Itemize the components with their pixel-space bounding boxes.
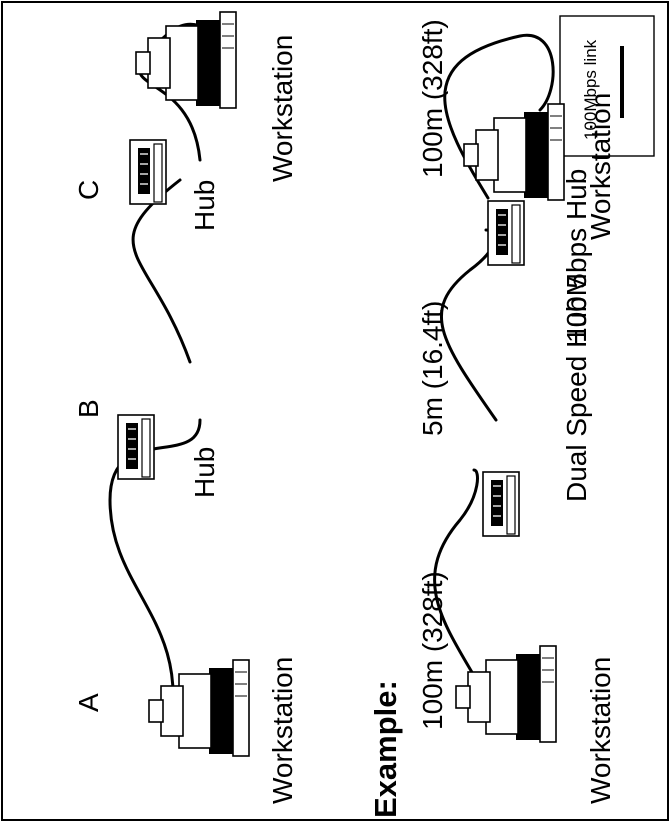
segment-label-a: A bbox=[73, 693, 104, 712]
device-label: Workstation bbox=[267, 657, 298, 804]
device-label: Workstation bbox=[585, 93, 616, 240]
distance-label: 5m (16.4ft) bbox=[417, 301, 448, 436]
device-label: Hub bbox=[189, 447, 220, 498]
example-title: Example: bbox=[368, 680, 403, 818]
segment-label-b: B bbox=[73, 399, 104, 418]
workstation-icon bbox=[456, 646, 556, 742]
segment-label-c: C bbox=[73, 180, 104, 200]
hub-icon bbox=[488, 201, 524, 265]
hub-icon bbox=[130, 140, 166, 204]
device-label: Hub bbox=[189, 180, 220, 231]
device-label: Workstation bbox=[585, 657, 616, 804]
workstation-icon bbox=[149, 660, 249, 756]
cable-b bbox=[133, 180, 190, 362]
workstation-icon bbox=[136, 12, 236, 108]
hub-icon bbox=[483, 472, 519, 536]
hub-icon bbox=[118, 415, 154, 479]
device-label: Workstation bbox=[267, 35, 298, 182]
example-diagram: Example: 100m (328ft) 5m (16.4ft) 100m (… bbox=[368, 19, 616, 818]
top-diagram: A B C Workstation Hub Hub Workstation bbox=[73, 12, 298, 804]
distance-label: 100m (328ft) bbox=[417, 571, 448, 730]
distance-label: 100m (328ft) bbox=[417, 19, 448, 178]
